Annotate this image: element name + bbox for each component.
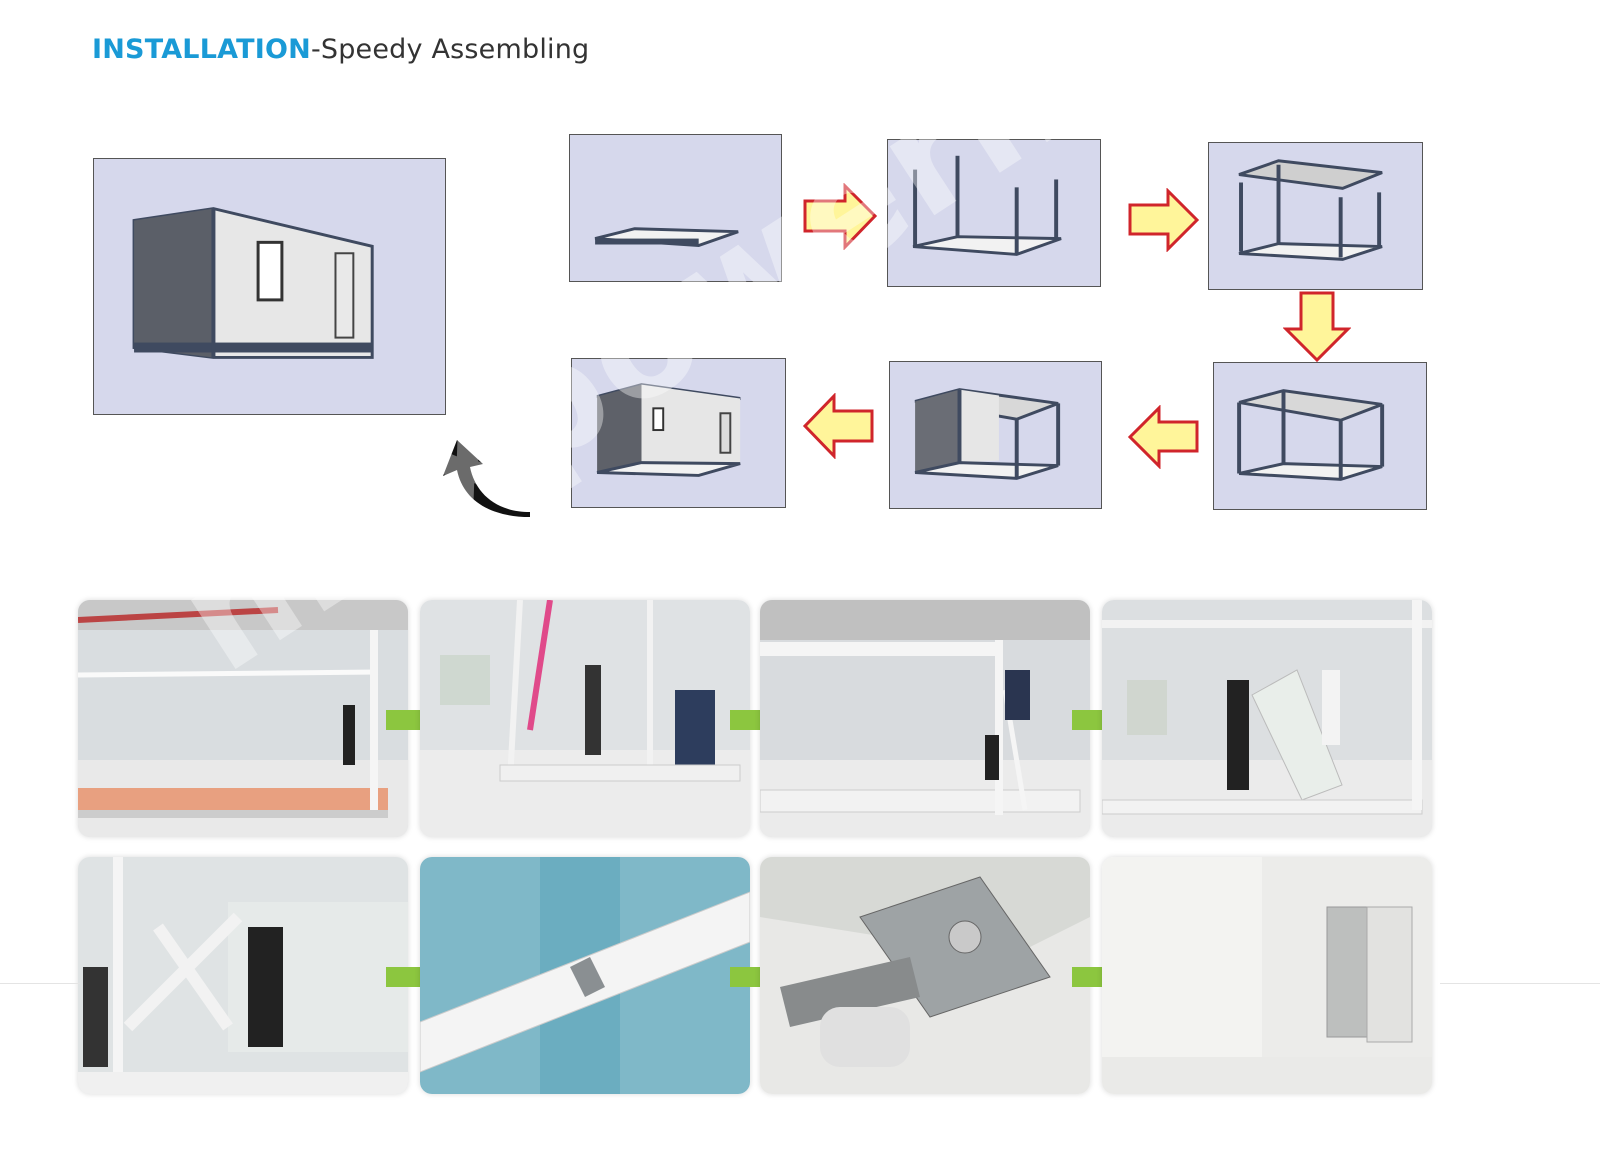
step-roof-frame-panel — [1208, 142, 1423, 290]
curved-return-arrow — [443, 440, 530, 517]
flow-arrow-right-1 — [803, 183, 878, 250]
final-house-illustration — [132, 207, 374, 359]
flow-arrow-left-1 — [1127, 405, 1199, 469]
photo-floor-frame-placement — [78, 600, 408, 837]
step-wall-panels-panel — [571, 358, 786, 508]
divider-line-left — [0, 983, 80, 984]
step-corner-posts-panel — [887, 139, 1101, 287]
wall-panels-illustration — [596, 383, 741, 477]
flow-arrow-down — [1283, 291, 1351, 363]
page-title: INSTALLATION-Speedy Assembling — [92, 34, 589, 65]
final-house-panel — [93, 158, 446, 415]
photo-bolt-connection-closeup — [760, 857, 1090, 1094]
photo-finished-door — [1102, 857, 1432, 1094]
roof-frame-illustration — [1238, 159, 1383, 261]
complete-frame-illustration — [1237, 389, 1385, 481]
step-complete-frame-panel — [1213, 362, 1427, 510]
partial-walls-illustration — [914, 388, 1061, 480]
photo-panel-joint-closeup — [420, 857, 750, 1094]
step-floor-frame-panel — [569, 134, 782, 282]
photo-wall-panel-raise — [78, 857, 408, 1094]
title-rest: -Speedy Assembling — [310, 34, 590, 65]
flow-arrow-left-2 — [802, 393, 874, 459]
photo-lifting-columns — [420, 600, 750, 837]
photo-roof-frame-fixing — [760, 600, 1090, 837]
title-accent: INSTALLATION — [92, 34, 311, 65]
flow-arrow-right-2 — [1128, 188, 1200, 252]
corner-posts-illustration — [912, 155, 1062, 256]
step-partial-walls-panel — [889, 361, 1102, 509]
divider-line-right — [1440, 983, 1600, 984]
photo-wall-panel-install — [1102, 600, 1432, 837]
floor-frame-illustration — [594, 227, 739, 247]
